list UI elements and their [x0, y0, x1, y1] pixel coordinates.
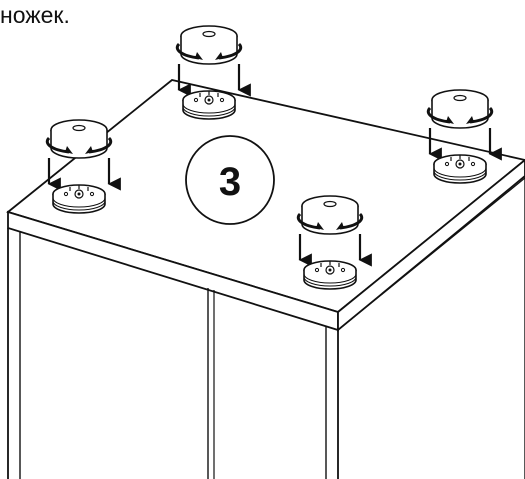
foot-rear-right [428, 90, 491, 183]
step-badge: 3 [185, 135, 275, 225]
instruction-text-fragment: ножек. [0, 2, 70, 28]
step-number: 3 [219, 160, 241, 204]
panel-right-diag [337, 177, 525, 331]
foot-rear-left [177, 26, 240, 119]
cabinet-top-right-edge [337, 158, 525, 332]
